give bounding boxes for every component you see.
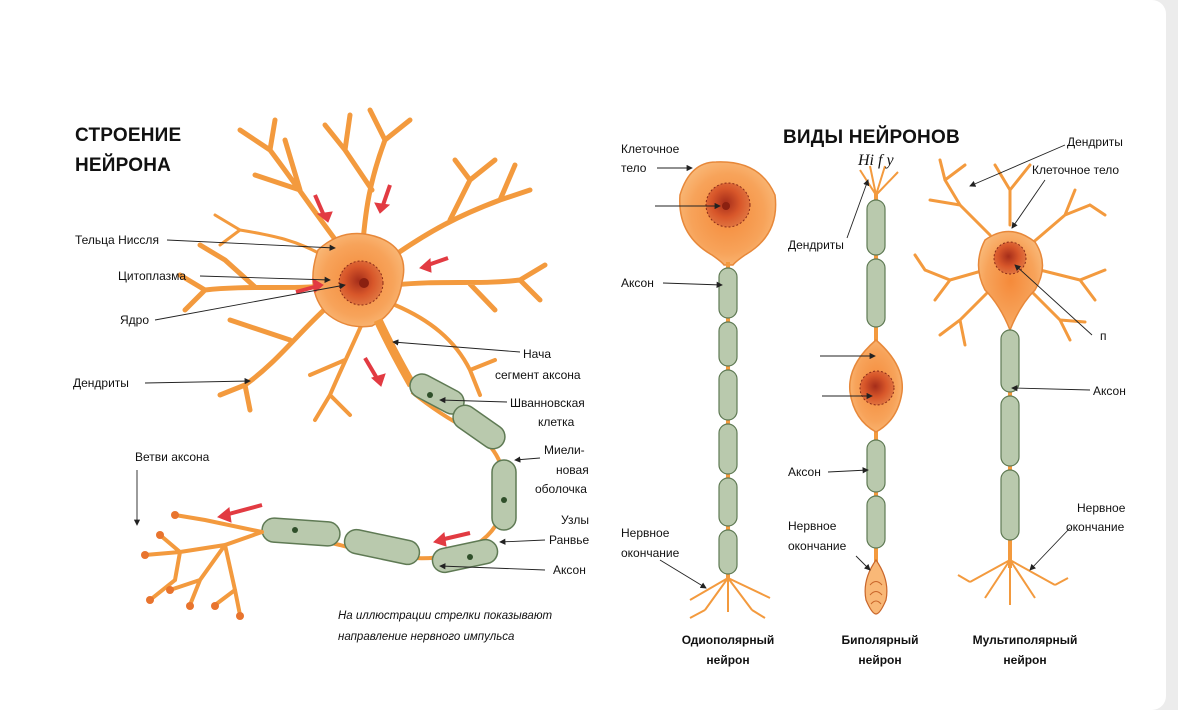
label-schwann-1: Шванновская xyxy=(510,396,585,410)
left-title-line1: СТРОЕНИЕ xyxy=(75,125,182,146)
label-ending-unipolar-1: Нервное xyxy=(621,526,670,540)
label-axon-unipolar: Аксон xyxy=(621,276,654,290)
caption-bipolar-2: нейрон xyxy=(858,653,902,667)
label-schwann-2: клетка xyxy=(538,415,575,429)
caption-multipolar-2: нейрон xyxy=(1003,653,1047,667)
bipolar-neuron xyxy=(849,165,903,615)
label-initial-segment-2: сегмент аксона xyxy=(495,368,581,382)
label-dendrites-bipolar: Дендриты xyxy=(788,238,844,252)
right-title: ВИДЫ НЕЙРОНОВ xyxy=(783,127,960,148)
label-ending-bipolar-1: Нервное xyxy=(788,519,837,533)
caption-multipolar-1: Мультиполярный xyxy=(972,633,1078,647)
right-leader-lines xyxy=(655,144,1093,589)
label-ranvier-2: Ранвье xyxy=(549,533,590,547)
label-initial-segment-1: Нача xyxy=(523,347,552,361)
note-line2: направление нервного импульса xyxy=(338,631,515,643)
label-dendrites-left: Дендриты xyxy=(73,376,129,390)
caption-bipolar-1: Биполярный xyxy=(841,633,919,647)
note-line1: На иллюстрации стрелки показывают xyxy=(338,610,553,622)
caption-unipolar-1: Одиополярный xyxy=(681,633,775,647)
multipolar-neuron xyxy=(913,158,1107,605)
label-myelin-3: оболочка xyxy=(535,482,587,496)
axon-terminal-branches xyxy=(143,513,264,617)
axon-terminal-knobs xyxy=(141,511,244,620)
label-axon-branches: Ветви аксона xyxy=(135,450,210,464)
label-myelin-2: новая xyxy=(556,463,589,477)
label-axon-bipolar: Аксон xyxy=(788,465,821,479)
left-title-line2: НЕЙРОНА xyxy=(75,155,172,176)
label-ending-multipolar-2: окончание xyxy=(1066,520,1125,534)
label-ending-unipolar-2: окончание xyxy=(621,546,680,560)
label-ranvier-1: Узлы xyxy=(561,513,589,527)
label-ending-multipolar-1: Нервное xyxy=(1077,501,1126,515)
label-stray-mark: п xyxy=(1100,329,1107,343)
left-myelinated-axon xyxy=(259,373,517,574)
caption-unipolar-2: нейрон xyxy=(706,653,750,667)
label-ending-bipolar-2: окончание xyxy=(788,539,847,553)
label-dendrites-multipolar: Дендриты xyxy=(1067,135,1123,149)
unipolar-neuron xyxy=(679,161,777,619)
label-cell-body-2: тело xyxy=(621,161,647,175)
label-myelin-1: Миели- xyxy=(544,443,585,457)
label-axon-multipolar: Аксон xyxy=(1093,384,1126,398)
label-cell-body-1: Клеточное xyxy=(621,142,680,156)
left-leader-lines xyxy=(133,239,546,571)
label-nissl-bodies: Тельца Ниссля xyxy=(75,233,159,247)
impulse-arrows xyxy=(217,184,471,547)
watermark-text: Hi f y xyxy=(858,152,894,169)
label-cell-body-multipolar: Клеточное тело xyxy=(1032,163,1120,177)
label-axon-left: Аксон xyxy=(553,563,586,577)
left-neuron-dendrites xyxy=(177,107,548,422)
label-cytoplasm: Цитоплазма xyxy=(118,269,187,283)
label-nucleus: Ядро xyxy=(120,313,150,327)
axon-hillock xyxy=(373,318,416,388)
